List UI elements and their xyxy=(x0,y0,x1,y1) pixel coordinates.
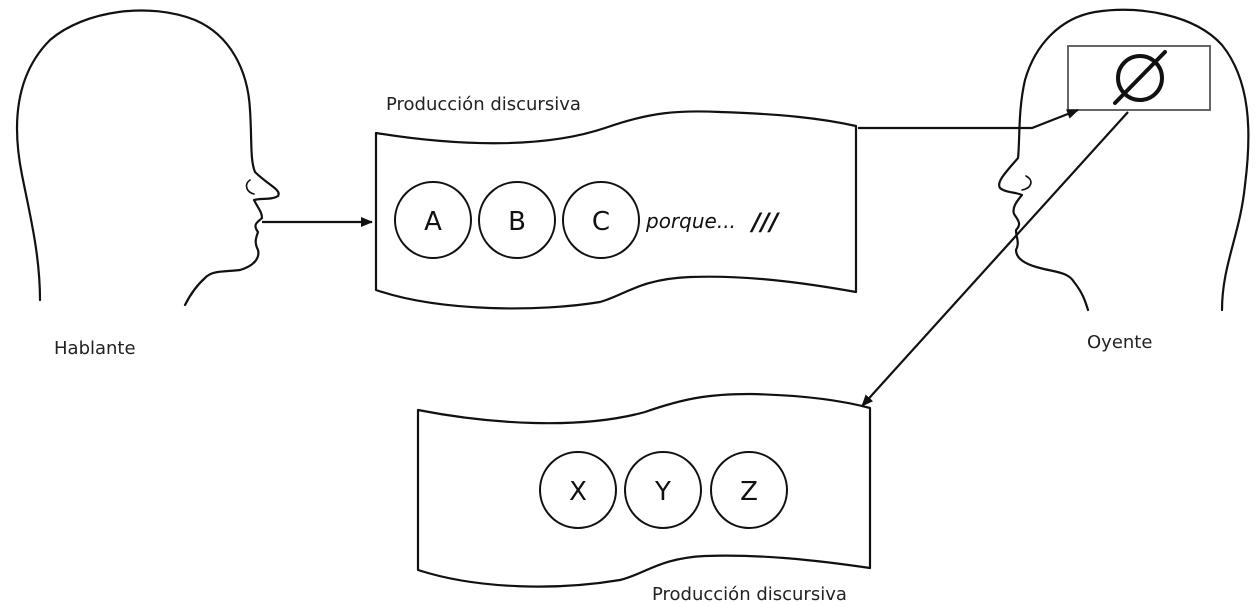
circle-x xyxy=(539,451,617,529)
speaker-head xyxy=(15,9,280,307)
circle-x-label: X xyxy=(569,477,587,507)
arrow-production-to-listener xyxy=(858,108,1079,130)
connector-text: porque... xyxy=(645,209,736,233)
production-top-label: Producción discursiva xyxy=(386,94,581,115)
arrow-listener-to-production xyxy=(861,111,1129,407)
listener-label: Oyente xyxy=(1087,332,1152,353)
listener-head xyxy=(998,8,1250,312)
circle-b-label: B xyxy=(508,207,526,237)
empty-set-slash xyxy=(1113,50,1167,105)
circle-a-label: A xyxy=(424,207,442,237)
circle-a xyxy=(394,181,472,259)
speaker-label: Hablante xyxy=(54,338,136,359)
production-top-sheet xyxy=(374,110,858,310)
interruption-marks: /// xyxy=(749,208,781,236)
empty-set-icon xyxy=(1116,54,1164,102)
circle-z xyxy=(710,451,788,529)
circle-y xyxy=(624,451,702,529)
circle-b xyxy=(478,181,556,259)
production-bottom-sheet xyxy=(416,392,872,588)
circle-y-label: Y xyxy=(654,477,671,507)
circle-z-label: Z xyxy=(740,477,758,507)
circle-c xyxy=(562,181,640,259)
circle-c-label: C xyxy=(592,207,610,237)
production-bottom-label: Producción discursiva xyxy=(652,584,847,603)
